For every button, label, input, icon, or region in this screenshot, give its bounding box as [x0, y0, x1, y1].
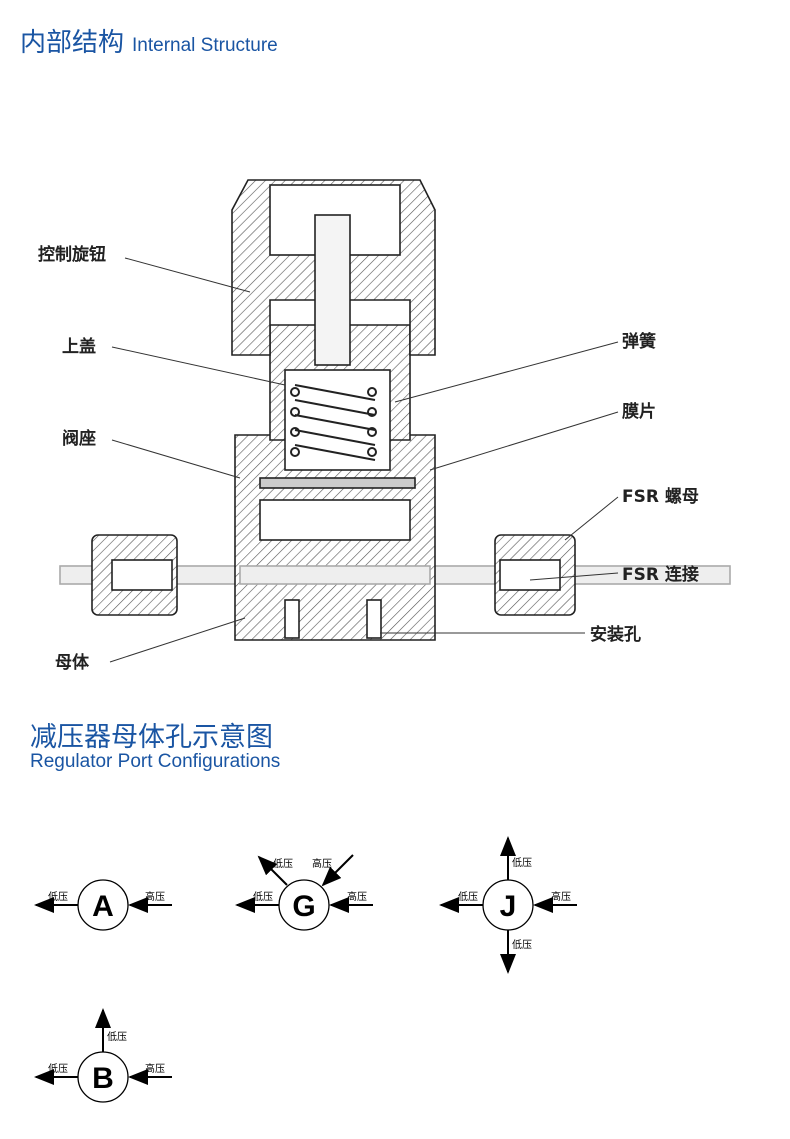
- diaphragm: [259, 477, 416, 489]
- port-g-high-label-2: 高压: [312, 857, 332, 870]
- leader-lines: [109, 257, 619, 663]
- label-spring: 弹簧: [622, 331, 656, 352]
- port-circle-g: [278, 879, 330, 931]
- label-diaphragm: 膜片: [622, 401, 656, 422]
- port-b-low-label: 低压: [48, 1062, 68, 1075]
- port-arrows: [34, 836, 577, 1085]
- section-title-internal-structure: 内部结构 Internal Structure: [20, 22, 278, 59]
- port-letter-j: J: [500, 890, 517, 923]
- label-control-knob: 控制旋钮: [38, 244, 106, 265]
- port-circle-a: [77, 879, 129, 931]
- port-g-low-label-2: 低压: [273, 857, 293, 870]
- port-j-low-label: 低压: [458, 890, 478, 903]
- title-cn: 内部结构: [20, 28, 125, 58]
- label-fsr-connection: FSR 连接: [622, 564, 699, 585]
- label-mounting-hole: 安装孔: [590, 624, 641, 645]
- section-title-port-en: Regulator Port Configurations: [30, 751, 281, 772]
- port-letter-g: G: [292, 890, 315, 923]
- port-letter-a: A: [92, 890, 114, 923]
- label-seat: 阀座: [62, 428, 96, 449]
- port-g-low-label: 低压: [253, 890, 273, 903]
- port-g-high-label: 高压: [347, 890, 367, 903]
- port-j-high-label: 高压: [551, 890, 571, 903]
- spring: [290, 384, 377, 461]
- port-circle-b: [77, 1051, 129, 1103]
- port-j-low-label-up: 低压: [512, 856, 532, 869]
- port-a-low-label: 低压: [48, 890, 68, 903]
- port-circle-j: [482, 879, 534, 931]
- title-en: Internal Structure: [132, 35, 278, 56]
- port-letter-b: B: [92, 1062, 114, 1095]
- label-bonnet: 上盖: [62, 336, 96, 357]
- port-b-low-label-up: 低压: [107, 1030, 127, 1043]
- stem: [314, 214, 351, 366]
- port-b-high-label: 高压: [145, 1062, 165, 1075]
- port-j-low-label-down: 低压: [512, 938, 532, 951]
- label-fsr-nut: FSR 螺母: [622, 487, 699, 507]
- label-body: 母体: [55, 652, 90, 673]
- section-title-port-cn: 减压器母体孔示意图: [30, 722, 273, 753]
- port-a-high-label: 高压: [145, 890, 165, 903]
